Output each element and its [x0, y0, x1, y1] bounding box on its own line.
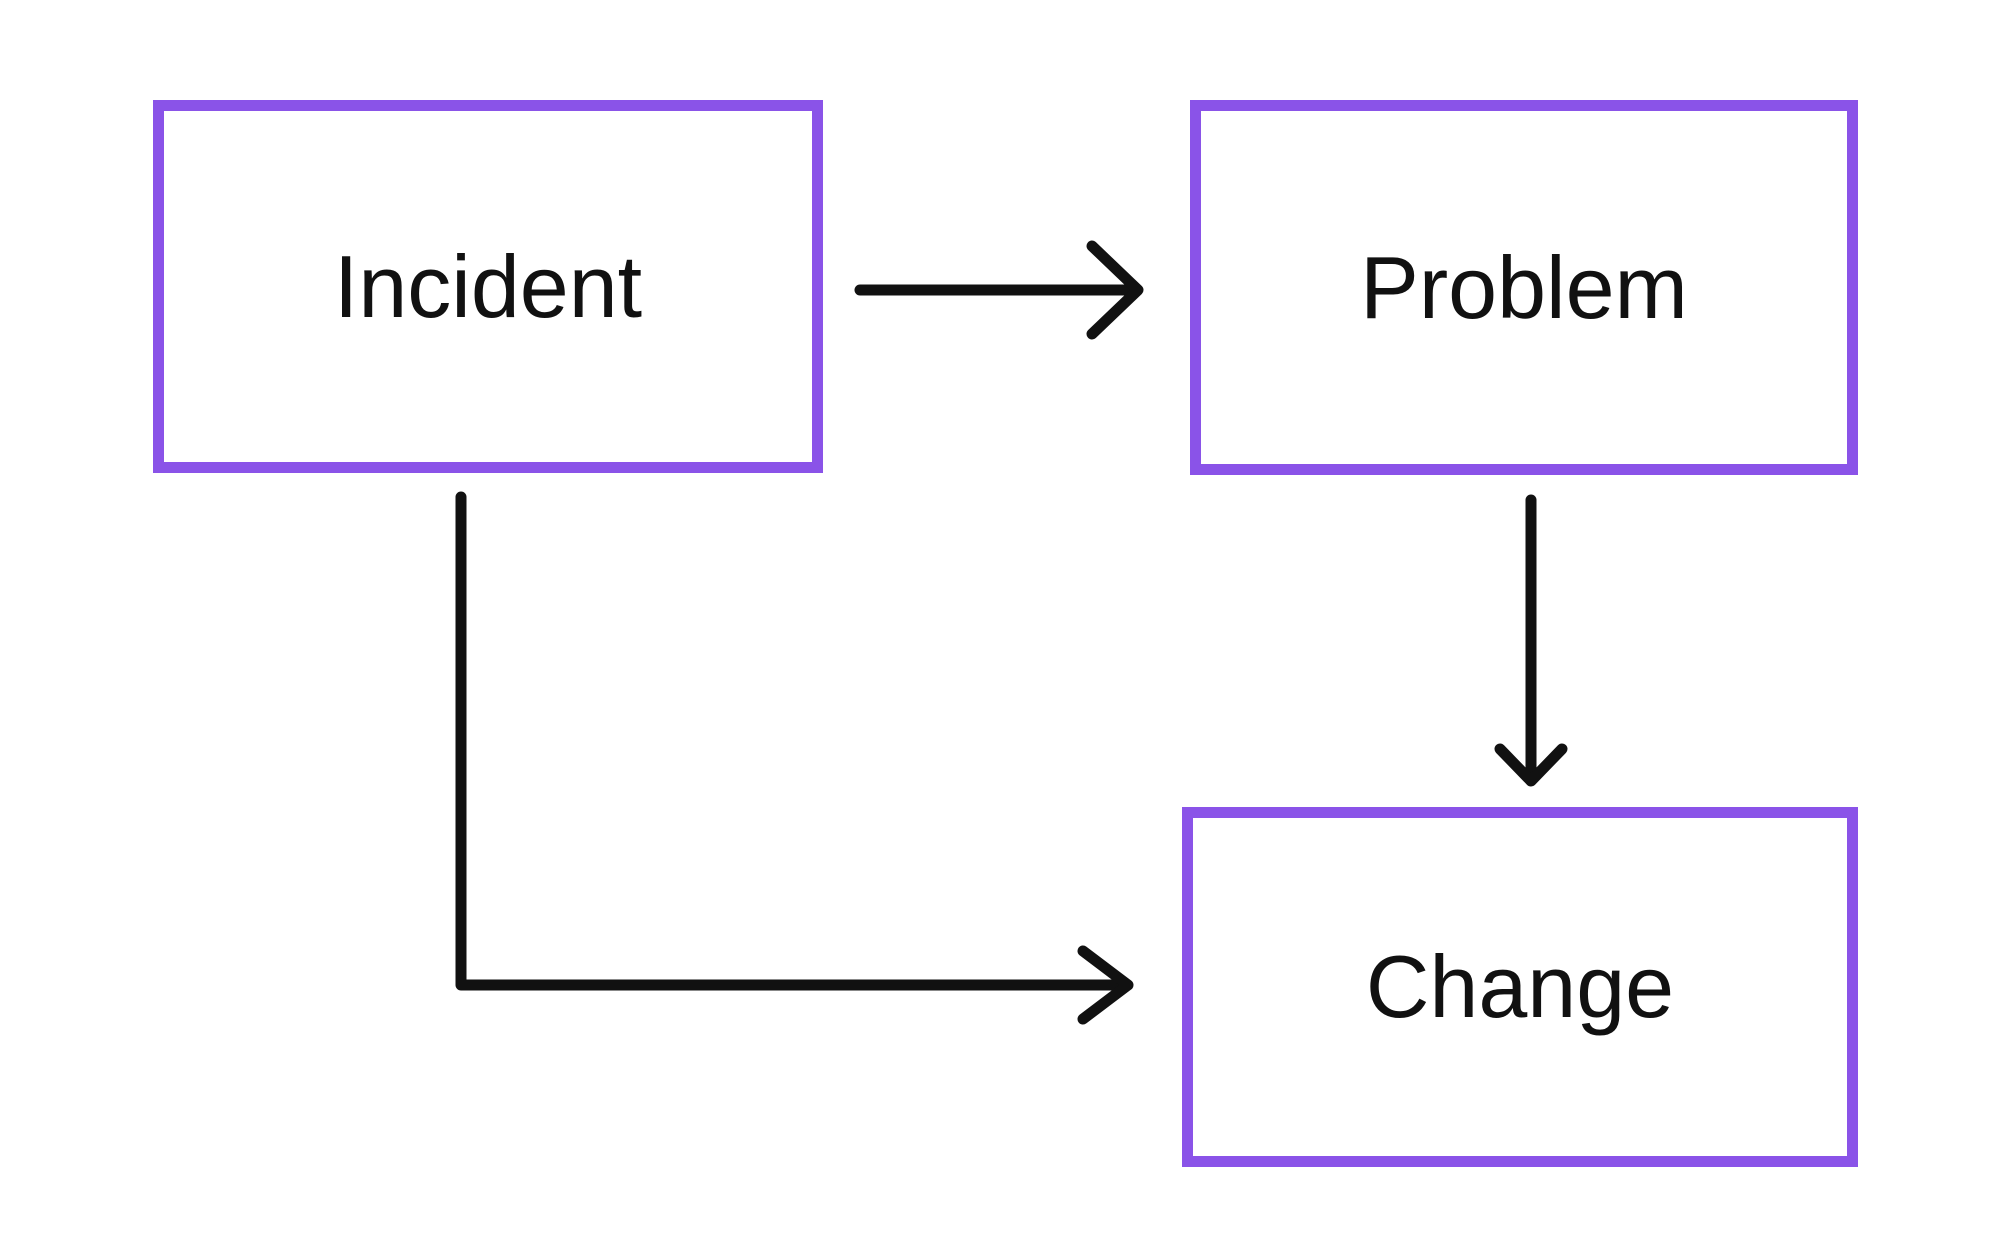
node-incident-label: Incident: [333, 236, 643, 336]
arrow-problem-to-change: [1494, 494, 1568, 787]
node-problem-label: Problem: [1360, 237, 1688, 337]
arrow-incident-to-change: [455, 491, 1134, 1025]
node-change-label: Change: [1365, 937, 1675, 1036]
arrow-incident-to-problem: [854, 240, 1144, 340]
node-incident: Incident: [153, 100, 823, 473]
node-problem: Problem: [1190, 100, 1858, 475]
node-change: Change: [1182, 807, 1858, 1167]
